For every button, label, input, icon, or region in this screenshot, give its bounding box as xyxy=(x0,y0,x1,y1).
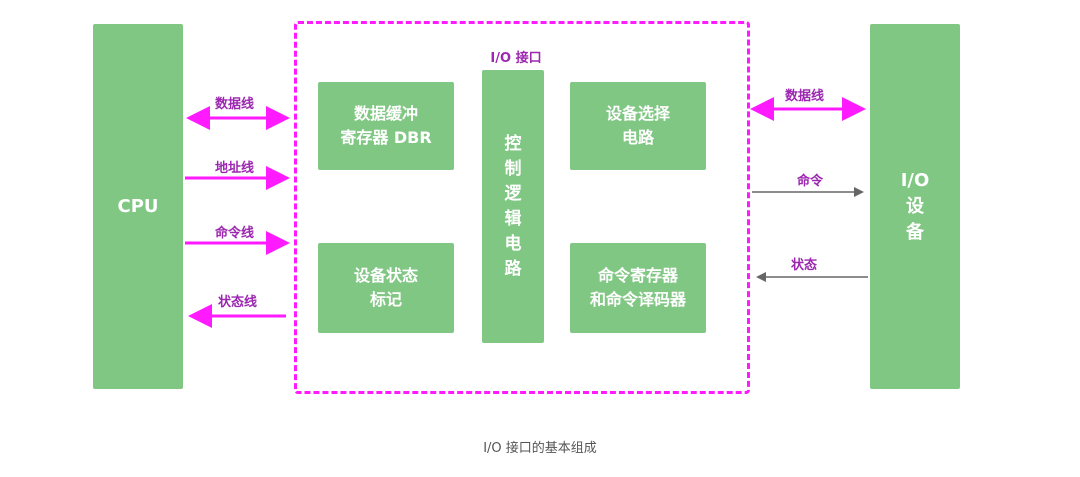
io-interface-boundary xyxy=(294,21,750,394)
command-right-label: 命令 xyxy=(797,174,824,189)
data-line-left-label: 数据线 xyxy=(215,97,255,112)
control-logic-label: 控 制 逻 辑 电 路 xyxy=(504,133,522,279)
command-line-label: 命令线 xyxy=(215,226,255,241)
io-device-label: I/O 设 备 xyxy=(900,169,930,243)
device-select-label: 设备选择 电路 xyxy=(605,104,670,147)
address-line-label: 地址线 xyxy=(215,161,255,176)
io-interface-title: I/O 接口 xyxy=(490,51,542,66)
data-line-right-label: 数据线 xyxy=(785,89,825,104)
command-register-decoder-block: 命令寄存器 和命令译码器 xyxy=(570,243,706,333)
dbr-label: 数据缓冲 寄存器 DBR xyxy=(340,104,432,147)
io-device-block: I/O 设 备 xyxy=(870,24,960,389)
device-status-flag-block: 设备状态 标记 xyxy=(318,243,454,333)
control-logic-block: 控 制 逻 辑 电 路 xyxy=(482,70,544,343)
status-line-label: 状态线 xyxy=(218,295,258,310)
cpu-label: CPU xyxy=(117,196,159,217)
device-select-circuit-block: 设备选择 电路 xyxy=(570,82,706,170)
figure-caption: I/O 接口的基本组成 xyxy=(483,441,597,456)
status-right-label: 状态 xyxy=(791,258,818,273)
data-buffer-register-block: 数据缓冲 寄存器 DBR xyxy=(318,82,454,170)
status-flag-label: 设备状态 标记 xyxy=(353,266,418,309)
command-register-label: 命令寄存器 和命令译码器 xyxy=(589,266,686,309)
cpu-block: CPU xyxy=(93,24,183,389)
